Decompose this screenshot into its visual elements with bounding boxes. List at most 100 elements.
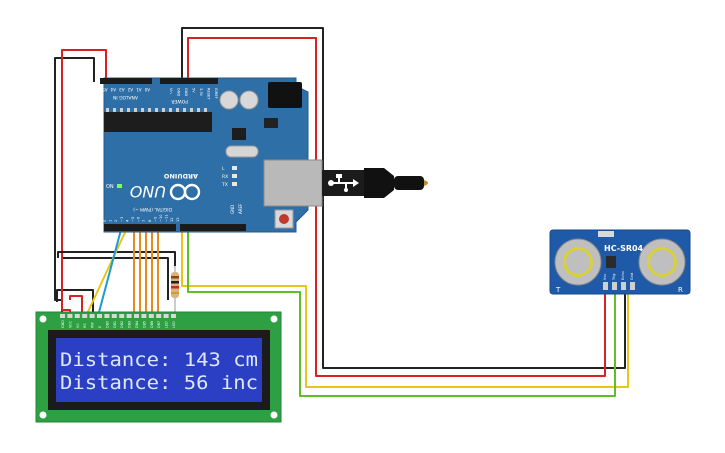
power-pin-label: GND <box>184 88 188 96</box>
wire-blue-lcd-e[interactable] <box>97 225 123 317</box>
resistor[interactable] <box>171 266 179 316</box>
atmega-chip <box>104 112 212 132</box>
analog-pin-label: A2 <box>127 87 133 92</box>
digital-pin-label: ~3 <box>120 217 124 222</box>
lcd-pin[interactable] <box>119 314 125 318</box>
lcd-pin[interactable] <box>82 314 88 318</box>
digital-pin-label: 7 <box>142 220 146 222</box>
lcd-pin[interactable] <box>89 314 95 318</box>
digital-pin-label: 13 <box>176 217 180 222</box>
wire-yellow-lcd-rs[interactable] <box>85 225 129 317</box>
lcd-pin[interactable] <box>97 314 102 318</box>
lcd-pin[interactable] <box>148 314 154 318</box>
wire-yellow-trig[interactable] <box>181 230 629 388</box>
usb-port <box>263 159 323 207</box>
rx-label: RX <box>222 174 228 180</box>
power-pin-label: 5V <box>192 88 196 93</box>
digital-header-label: DIGITAL (PWM ~) <box>133 206 172 212</box>
lcd-pin[interactable] <box>163 314 169 318</box>
lcd-pin[interactable] <box>141 314 147 318</box>
digital-pin-label: ~5 <box>131 217 135 222</box>
lcd-pin-label: RW <box>91 322 95 328</box>
power-pin-label: IOREF <box>214 88 218 99</box>
lcd-line-1: Distance: 143 cm <box>60 349 258 371</box>
lcd-pin[interactable] <box>104 314 110 318</box>
lcd-pin-label: DB6 <box>150 321 154 328</box>
power-pin-label: RESET <box>207 88 211 100</box>
lcd-pin-label: GND <box>61 320 65 328</box>
lcd-line-2: Distance: 56 inc <box>60 372 258 394</box>
sensor-pin-label: Echo <box>621 271 625 280</box>
digital-header-left <box>104 224 176 231</box>
wire-red-lcd-led[interactable] <box>69 295 83 316</box>
lcd-pin-label: DB3 <box>128 321 132 328</box>
power-header-label: POWER <box>171 98 188 104</box>
lcd-pin[interactable] <box>60 314 65 318</box>
analog-pin-label: A0 <box>144 87 150 92</box>
digital-header-right <box>180 224 246 231</box>
wire-green-echo[interactable] <box>187 230 616 397</box>
sensor-pin-label: Trig <box>612 274 616 281</box>
digital-pin-label: ~9 <box>153 216 157 222</box>
receiver-transducer <box>638 238 686 286</box>
lcd-pin[interactable] <box>134 314 139 318</box>
lcd-pin-label: DB1 <box>113 321 117 328</box>
lcd-pin-label: E <box>98 326 102 328</box>
sensor-pin-label: Gnd <box>630 273 634 280</box>
digital-pin-label: 4 <box>125 219 129 222</box>
transmitter-transducer <box>554 238 602 286</box>
wire-black-gnd-sensor[interactable] <box>181 27 626 369</box>
power-pin-label: Vin <box>169 88 173 94</box>
lcd-pin-label: DB0 <box>105 321 109 328</box>
arduino-uno-board[interactable]: UNO ARDUINO ON TX RX L DIGITAL (PWM ~) A… <box>100 77 323 233</box>
wire-black-lcd-loop-2[interactable] <box>62 257 169 300</box>
analog-pin-label: A4 <box>110 87 116 92</box>
capacitor <box>239 90 259 110</box>
lcd-pin-label: DB5 <box>142 321 146 328</box>
power-pin-label: GND <box>177 88 181 96</box>
analog-pin-label: A1 <box>136 87 142 92</box>
usb-icon <box>328 174 359 192</box>
analog-pin-label: A3 <box>119 87 125 92</box>
aref-label: AREF <box>238 203 243 214</box>
on-led-label: ON <box>106 184 114 190</box>
lcd-pin[interactable] <box>74 314 80 318</box>
lcd-pin[interactable] <box>67 314 73 318</box>
lcd-pin[interactable] <box>156 314 162 318</box>
digital-pin-label: 12 <box>170 217 174 222</box>
usb-chip <box>232 128 246 140</box>
lcd-screen <box>56 338 262 402</box>
lcd-pin-label: DB2 <box>120 321 124 328</box>
power-pin-label: 3.3V <box>199 88 203 97</box>
analog-header-label: ANALOG IN <box>113 94 138 100</box>
lcd-pin[interactable] <box>126 314 132 318</box>
arduino-brand-label: ARDUINO <box>163 172 198 180</box>
digital-pin-label: ~6 <box>137 216 141 222</box>
sensor-model-label: HC-SR04 <box>604 244 644 253</box>
usb-cable[interactable] <box>322 168 428 198</box>
crystal <box>225 145 259 158</box>
lcd-pin[interactable] <box>171 314 176 318</box>
sensor-r-label: R <box>678 286 683 294</box>
wire-red-5v-lcd[interactable] <box>61 49 107 316</box>
tx-led <box>232 182 237 186</box>
l-led <box>232 166 237 170</box>
lcd-pin[interactable] <box>111 314 117 318</box>
digital-pin-label: 2 <box>114 220 118 222</box>
voltage-regulator <box>264 118 278 128</box>
wire-red-5v-sensor[interactable] <box>187 37 606 377</box>
lcd-pin-label: LED <box>165 321 169 328</box>
capacitor <box>219 90 239 110</box>
wires <box>54 27 629 397</box>
wire-black-gnd-lcd[interactable] <box>54 57 95 316</box>
arduino-logo <box>169 183 201 201</box>
power-header <box>160 78 218 84</box>
